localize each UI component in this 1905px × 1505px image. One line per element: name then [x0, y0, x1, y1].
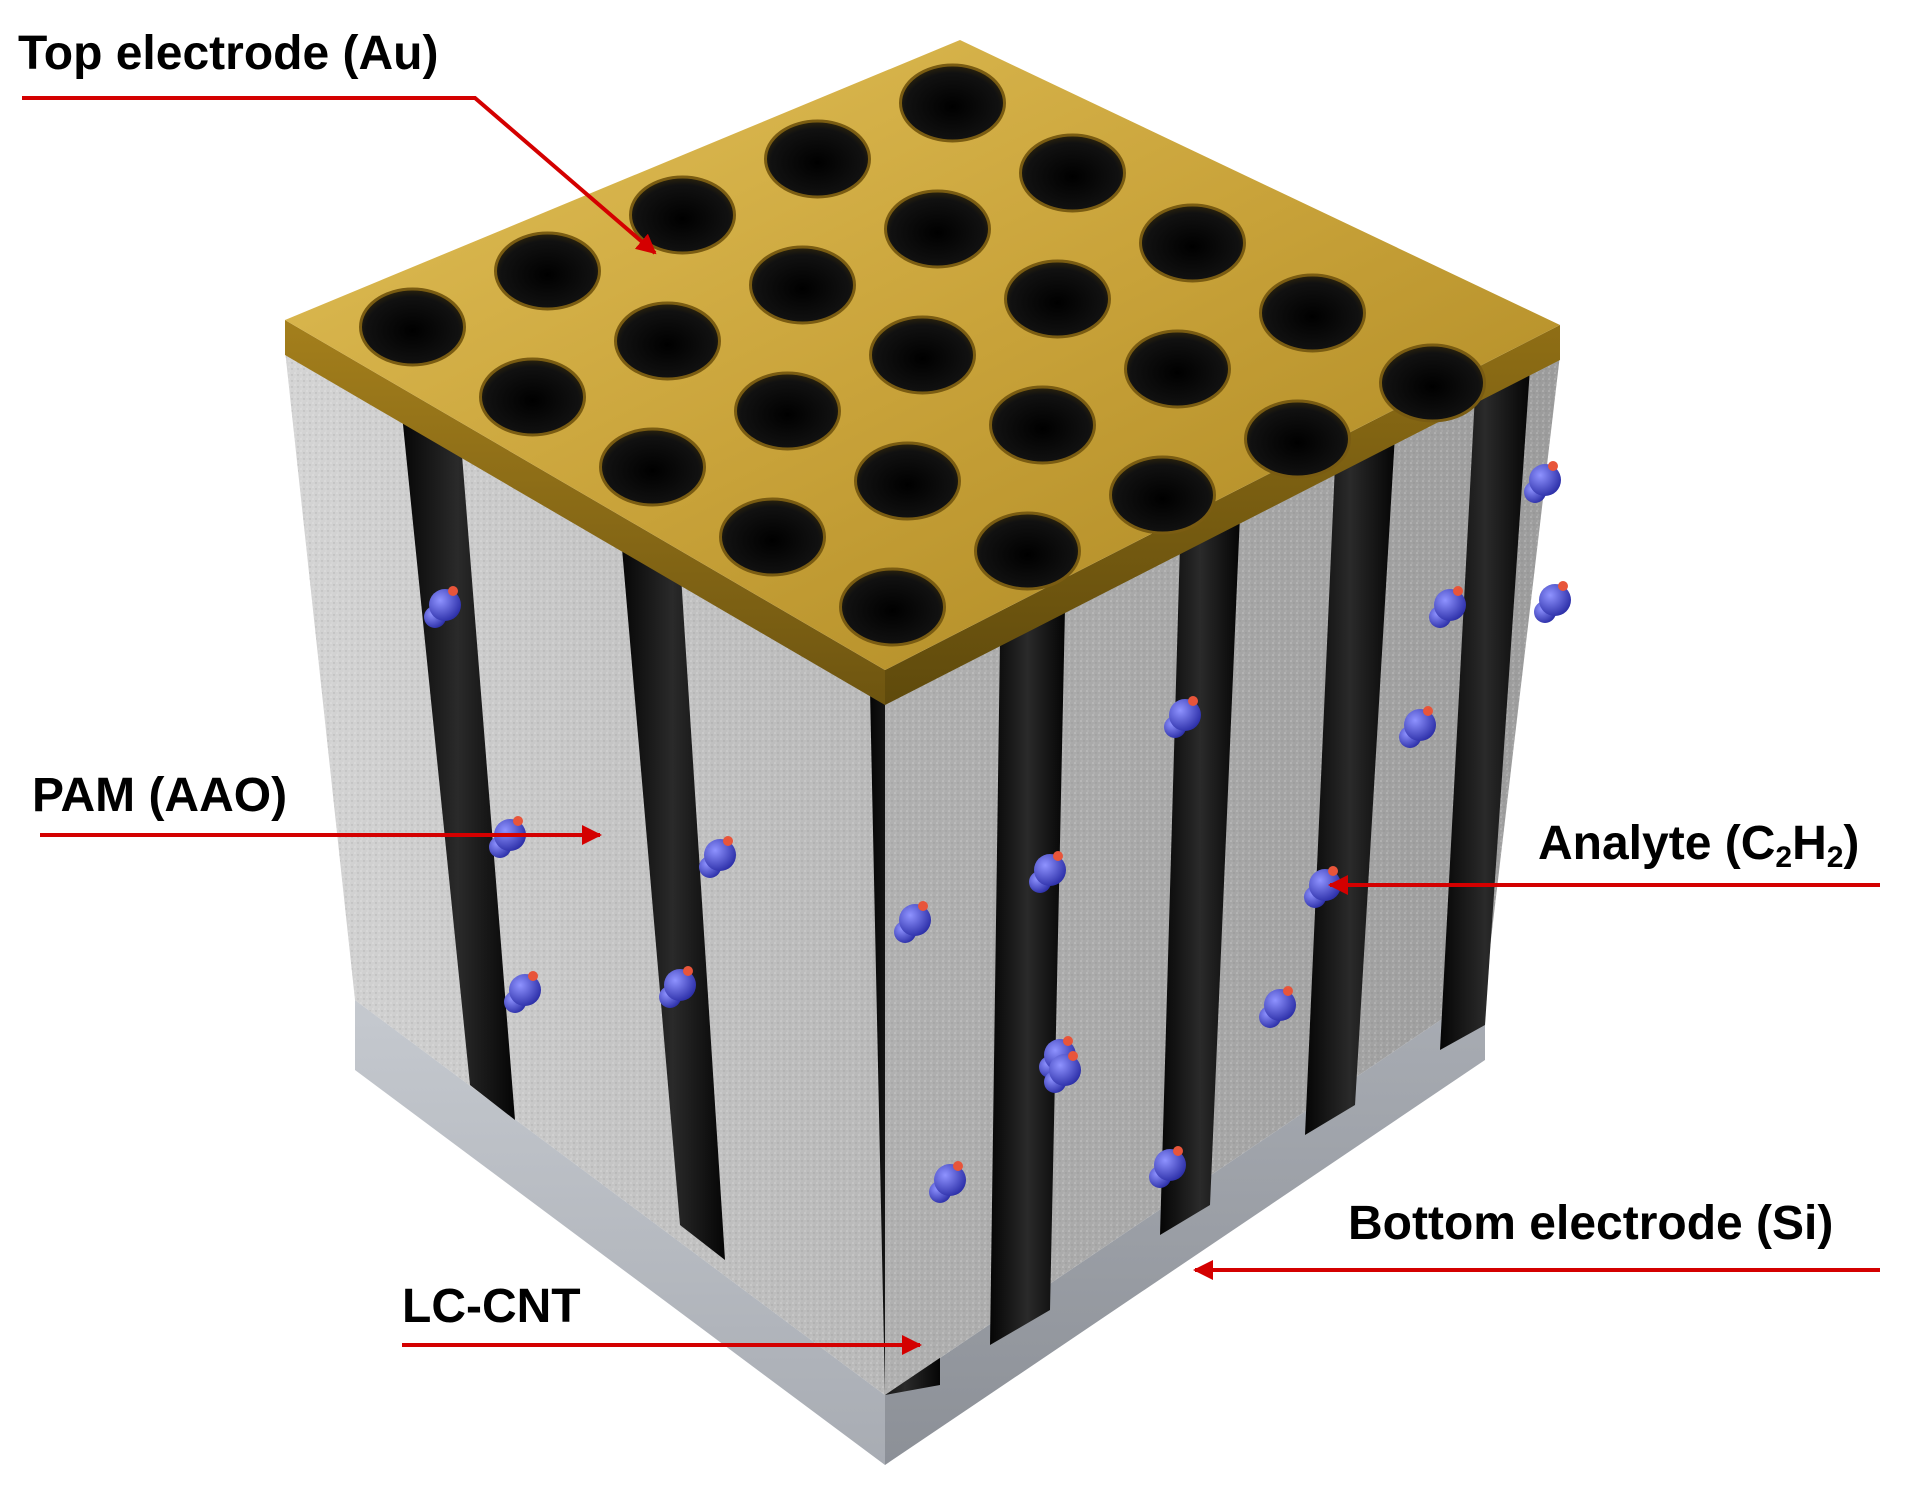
arrow-top-electrode: [22, 96, 657, 255]
pore-hole: [479, 357, 586, 437]
pore-hole: [359, 287, 466, 367]
pore-hole: [974, 511, 1081, 591]
pore-hole: [1379, 343, 1486, 423]
pore-hole: [629, 175, 736, 255]
analyte-molecule: [894, 901, 931, 943]
pam-label: PAM (AAO): [32, 769, 288, 822]
pore-hole: [899, 63, 1006, 143]
analyte-molecule: [1259, 986, 1296, 1028]
analyte-label-sub2: 2: [1826, 841, 1844, 874]
analyte-label-sub1: 2: [1775, 841, 1793, 874]
pore-hole: [869, 315, 976, 395]
pore-hole: [614, 301, 721, 381]
analyte-label-mid: H: [1792, 817, 1827, 870]
pore-hole: [1019, 133, 1126, 213]
analyte-molecule: [1399, 706, 1436, 748]
analyte-molecule: [1524, 461, 1561, 503]
pore-hole: [1139, 203, 1246, 283]
pore-hole: [494, 231, 601, 311]
pore-hole: [854, 441, 961, 521]
analyte-label-suffix: ): [1843, 817, 1860, 870]
pore-hole: [749, 245, 856, 325]
analyte-molecule: [1164, 696, 1201, 738]
pore-hole: [719, 497, 826, 577]
pore-hole: [989, 385, 1096, 465]
analyte-label-prefix: Analyte (C: [1538, 817, 1776, 870]
bottom-electrode-label: Bottom electrode (Si): [1348, 1197, 1834, 1250]
analyte-molecule: [699, 836, 736, 878]
analyte-molecule: [929, 1161, 966, 1203]
pointer-arrows: [22, 96, 1880, 1355]
top-electrode-edge: [285, 320, 1560, 705]
analyte-molecule: [1534, 581, 1571, 623]
analyte-molecule: [1029, 851, 1066, 893]
top-electrode-label: Top electrode (Au): [18, 27, 439, 80]
pore-hole: [839, 567, 946, 647]
pore-hole: [1244, 399, 1351, 479]
analyte-molecule: [1149, 1146, 1186, 1188]
pore-hole: [1124, 329, 1231, 409]
pore-hole: [1109, 455, 1216, 535]
pore-hole: [1259, 273, 1366, 353]
analyte-molecule: [1044, 1051, 1081, 1093]
analyte-molecule: [1429, 586, 1466, 628]
analyte-label: Analyte (C2H2): [1538, 820, 1859, 873]
pore-hole: [764, 119, 871, 199]
analyte-molecule: [504, 971, 541, 1013]
analyte-molecule: [659, 966, 696, 1008]
pore-hole: [599, 427, 706, 507]
pore-hole: [1004, 259, 1111, 339]
pore-hole: [884, 189, 991, 269]
pore-hole: [734, 371, 841, 451]
analyte-molecule: [424, 586, 461, 628]
analyte-molecules: [424, 461, 1571, 1203]
lc-cnt-label: LC-CNT: [402, 1280, 581, 1333]
